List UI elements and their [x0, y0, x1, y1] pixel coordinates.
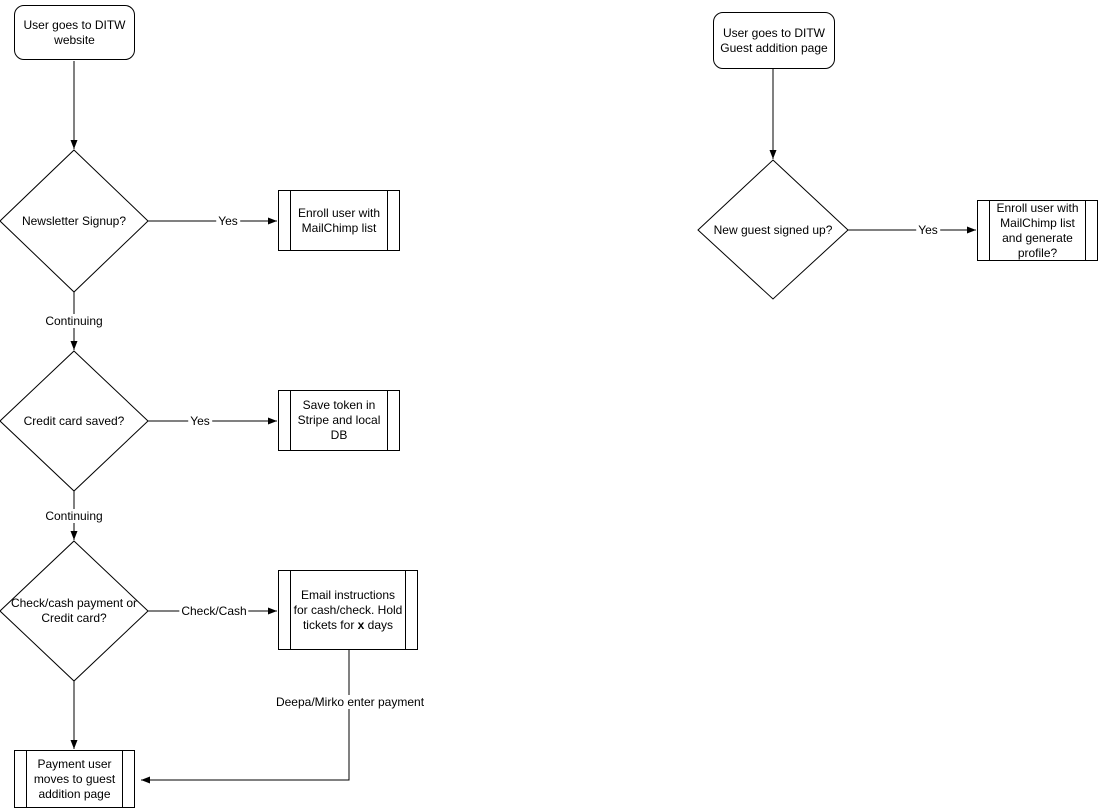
- process-save-token-label: Save token in Stripe and local DB: [297, 398, 381, 442]
- edge-label-yes-new-guest: Yes: [916, 223, 940, 237]
- decision-new-guest-signed-up-label: New guest signed up?: [698, 205, 848, 255]
- edge-label-deepa-mirko: Deepa/Mirko enter payment: [273, 695, 427, 709]
- edge-label-continuing-2: Continuing: [43, 509, 105, 523]
- process-enroll-generate-profile-label: Enroll user with MailChimp list and gene…: [996, 200, 1079, 260]
- decision-newsletter-signup-label: Newsletter Signup?: [2, 196, 146, 246]
- process-email-line3-post: days: [364, 617, 394, 632]
- terminal-user-goes-to-ditw-website: User goes to DITW website: [14, 5, 135, 60]
- process-enroll-mailchimp-label: Enroll user with MailChimp list: [297, 205, 381, 235]
- process-enroll-generate-profile: Enroll user with MailChimp list and gene…: [977, 200, 1098, 261]
- edge-email-deepa-to-payment-user: [141, 650, 350, 784]
- process-email-line2: for cash/check. Hold: [293, 602, 403, 617]
- decision-new-guest-signed-up-text: New guest signed up?: [713, 222, 833, 237]
- process-enroll-mailchimp: Enroll user with MailChimp list: [278, 190, 400, 251]
- terminal-user-goes-to-guest-page: User goes to DITW Guest addition page: [713, 12, 835, 69]
- process-email-line3-pre: tickets for: [302, 617, 358, 632]
- terminal-user-goes-to-guest-page-label: User goes to DITW Guest addition page: [720, 25, 828, 55]
- decision-credit-card-saved-label: Credit card saved?: [2, 396, 146, 446]
- decision-payment-type-label: Check/cash payment or Credit card?: [2, 576, 146, 646]
- edge-label-yes-credit-card: Yes: [188, 414, 212, 428]
- terminal-user-goes-to-ditw-website-label: User goes to DITW website: [23, 17, 126, 47]
- decision-new-guest-signed-up-shape: [697, 159, 849, 300]
- edge-label-yes-newsletter: Yes: [216, 214, 240, 228]
- decision-payment-type-text: Check/cash payment or Credit card?: [10, 596, 138, 625]
- decision-credit-card-saved-text: Credit card saved?: [23, 413, 125, 428]
- edge-label-continuing-1: Continuing: [43, 314, 105, 328]
- decision-newsletter-signup-text: Newsletter Signup?: [21, 213, 127, 228]
- process-payment-user-moves-label: Payment user moves to guest addition pag…: [33, 756, 116, 801]
- edge-label-check-cash: Check/Cash: [179, 604, 249, 618]
- process-save-token: Save token in Stripe and local DB: [278, 390, 400, 451]
- process-email-line3-bold: x: [357, 617, 365, 632]
- process-email-line1: Email instructions: [300, 587, 396, 602]
- process-payment-user-moves: Payment user moves to guest addition pag…: [14, 750, 135, 808]
